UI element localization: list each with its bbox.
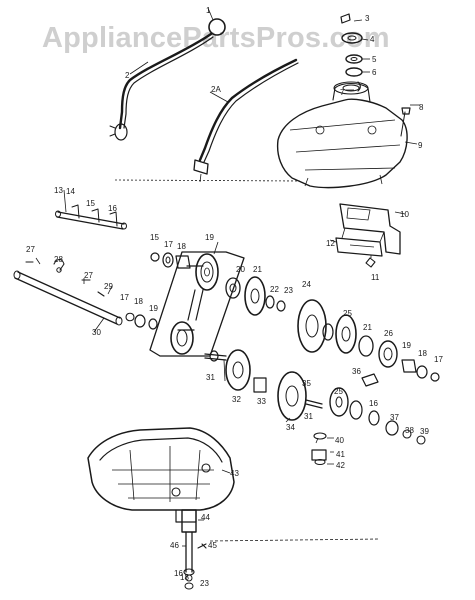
cluster-gear-assembly-20 xyxy=(149,251,245,357)
callout-14: 14 xyxy=(66,187,75,196)
callout-44: 44 xyxy=(201,513,210,522)
callout-16: 16 xyxy=(369,399,378,408)
callout-5: 5 xyxy=(372,55,377,64)
callout-21: 21 xyxy=(253,265,262,274)
callout-27: 27 xyxy=(84,271,93,280)
callout-25: 25 xyxy=(343,309,352,318)
callout-6: 6 xyxy=(372,68,377,77)
bracket-11-13 xyxy=(335,203,401,268)
callout-1: 1 xyxy=(206,6,211,15)
callout-31: 31 xyxy=(206,373,215,382)
callout-42: 42 xyxy=(336,461,345,470)
callout-18: 18 xyxy=(134,297,143,306)
gear-row-lower xyxy=(204,349,323,421)
shaft-30 xyxy=(13,258,158,330)
callout-20: 20 xyxy=(236,265,245,274)
callout-28: 28 xyxy=(54,255,63,264)
gear-case-cover-10 xyxy=(276,81,411,189)
output-shaft-44-46 xyxy=(181,509,381,590)
callout-16: 16 xyxy=(108,204,117,213)
callout-7: 7 xyxy=(340,88,345,97)
callout-24: 24 xyxy=(302,280,311,289)
watermark: AppliancePartsPros.com xyxy=(42,22,390,54)
callout-21: 21 xyxy=(363,323,372,332)
gear-case-43 xyxy=(87,427,235,523)
shift-rail-14 xyxy=(55,204,127,230)
callout-15: 15 xyxy=(150,233,159,242)
callout-35: 35 xyxy=(302,379,311,388)
callout-46: 46 xyxy=(170,541,179,550)
callout-2: 2 xyxy=(125,71,130,80)
gear-bottom-20 xyxy=(170,321,194,355)
callout-32: 32 xyxy=(232,395,241,404)
callout-38: 38 xyxy=(405,426,414,435)
gear-row-middle xyxy=(225,276,440,382)
gear-row-right-lower xyxy=(329,373,426,445)
callout-17: 17 xyxy=(164,240,173,249)
callout-26: 26 xyxy=(384,329,393,338)
knob-1 xyxy=(208,18,226,36)
callout-23: 23 xyxy=(200,579,209,588)
callout-31: 31 xyxy=(304,412,313,421)
callout-16: 16 xyxy=(174,569,183,578)
callout-30: 30 xyxy=(92,328,101,337)
shift-lever-2a xyxy=(114,58,301,183)
callout-34: 34 xyxy=(286,423,295,432)
callout-18: 18 xyxy=(180,573,189,582)
callout-11: 11 xyxy=(371,273,380,282)
gear-top-20 xyxy=(195,253,219,291)
callout-40: 40 xyxy=(335,436,344,445)
callout-33: 33 xyxy=(257,397,266,406)
callout-39: 39 xyxy=(420,427,429,436)
callout-37: 37 xyxy=(390,413,399,422)
callout-17: 17 xyxy=(434,355,443,364)
callout-22: 22 xyxy=(270,285,279,294)
callout-17: 17 xyxy=(120,293,129,302)
callout-4: 4 xyxy=(370,35,375,44)
callout-29: 29 xyxy=(104,282,113,291)
callout-19: 19 xyxy=(149,304,158,313)
callout-41: 41 xyxy=(336,450,345,459)
hardware-40-41-42 xyxy=(311,432,334,465)
callout-8: 8 xyxy=(419,103,424,112)
callout-18: 18 xyxy=(177,242,186,251)
leader-lines xyxy=(35,7,420,547)
callout-23: 23 xyxy=(284,286,293,295)
callout-25: 25 xyxy=(334,387,343,396)
callout-45: 45 xyxy=(208,541,217,550)
shift-lever-2 xyxy=(109,18,226,141)
callout-9: 9 xyxy=(418,141,423,150)
callout-19: 19 xyxy=(205,233,214,242)
bearing-set-17-18-19 xyxy=(150,252,191,269)
callout-43: 43 xyxy=(230,469,239,478)
callout-15: 15 xyxy=(86,199,95,208)
callout-19: 19 xyxy=(402,341,411,350)
callout-27: 27 xyxy=(26,245,35,254)
callout-3: 3 xyxy=(365,14,370,23)
callout-10: 10 xyxy=(400,210,409,219)
callout-18: 18 xyxy=(418,349,427,358)
callout-36: 36 xyxy=(352,367,361,376)
callout-12: 12 xyxy=(326,239,335,248)
callout-13: 13 xyxy=(54,186,63,195)
callout-2a: 2A xyxy=(211,85,221,94)
